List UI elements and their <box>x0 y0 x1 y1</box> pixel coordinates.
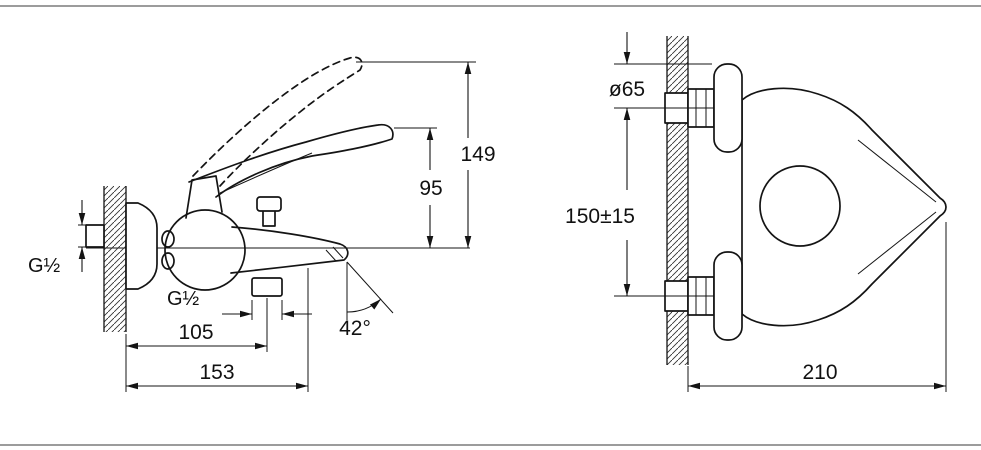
spout <box>230 226 349 274</box>
aerator-line-2 <box>325 249 337 262</box>
mixer-body-front <box>741 87 947 327</box>
dim-105-label: 105 <box>178 321 213 344</box>
supply-pipe-stub <box>85 224 105 248</box>
thread-outlet-label: G½ <box>167 288 200 310</box>
dim-153-label: 153 <box>199 361 234 384</box>
mixer-body <box>164 209 246 291</box>
wall-hatch <box>104 186 126 332</box>
thread-inlet-label: G½ <box>28 255 61 277</box>
angle-label: 42° <box>339 317 371 340</box>
lever-handle-inner-line <box>219 152 313 194</box>
dim-149-label: 149 <box>460 143 495 166</box>
width-total-label: 210 <box>802 361 837 384</box>
shower-outlet <box>251 277 283 297</box>
angle-arc-arrow <box>346 298 382 313</box>
flange-top <box>713 63 743 153</box>
front-view: ø65 150±15 210 <box>565 32 947 392</box>
wall-hatch-front <box>667 36 688 365</box>
side-view: G½ G½ 42° <box>28 56 496 392</box>
angle-flow-line <box>346 261 394 314</box>
lever-handle-raised-position <box>192 56 363 187</box>
escutcheon <box>125 202 158 290</box>
lever-edge-bottom <box>857 211 937 275</box>
diverter-stem <box>262 209 276 227</box>
lever-edge-top <box>857 139 937 203</box>
inlet-spacing-label: 150±15 <box>565 205 635 228</box>
dim-95-label: 95 <box>419 177 442 200</box>
flange-bottom <box>713 251 743 341</box>
cartridge-dome <box>759 165 841 247</box>
flange-diameter-label: ø65 <box>609 78 645 101</box>
diverter-knob <box>256 196 282 212</box>
aerator-line-1 <box>332 246 344 259</box>
